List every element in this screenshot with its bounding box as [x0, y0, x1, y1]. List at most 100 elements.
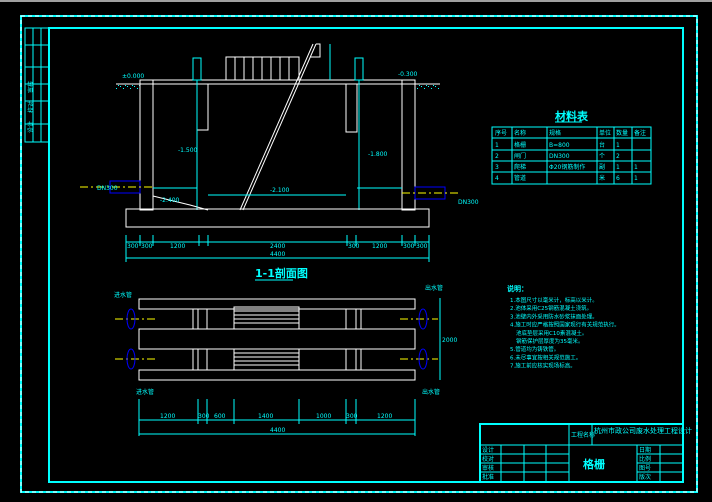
title-cell: 审核: [482, 464, 494, 472]
table-cell: 1: [616, 142, 620, 149]
table-header: 单位: [599, 129, 611, 137]
table-cell: 2: [495, 153, 499, 160]
table-cell: Φ20钢筋制作: [549, 163, 585, 171]
pipe-label: 出水管: [422, 388, 440, 396]
table-cell: 管道: [514, 174, 526, 182]
table-header: 备注: [634, 129, 646, 137]
dim-label: 300: [127, 243, 139, 250]
title-cell: 比例: [639, 455, 651, 463]
elevation-label: -0.300: [398, 71, 418, 78]
table-cell: 4: [495, 175, 499, 182]
note-line: 钢筋保护层厚度为35毫米。: [516, 337, 584, 345]
note-line: 3.池壁内外采用防水砂浆抹面处理。: [510, 312, 598, 320]
dim-label: 300: [346, 413, 358, 420]
left-label: 设计: [27, 121, 35, 133]
grate-bottom: [233, 348, 300, 371]
dim-label: 1200: [377, 413, 392, 420]
table-cell: B=800: [549, 142, 570, 149]
note-line: 5.管道均为铸铁管。: [510, 345, 559, 353]
baffle-right: [345, 83, 358, 133]
note-line: 1.本图尺寸以毫米计，标高以米计。: [510, 296, 598, 304]
table-cell: 副: [599, 163, 605, 171]
title-cell: 批准: [482, 473, 494, 481]
table-header: 数量: [616, 129, 628, 137]
grate-top: [233, 306, 300, 330]
wall-right: [401, 79, 416, 211]
section-view: DN300 DN300 ±0.000 -0.300 -1.500 -1.800 …: [80, 43, 479, 281]
table-cell: 台: [599, 141, 605, 149]
valve-stem-right: [354, 57, 364, 81]
dim-label: 2400: [270, 243, 285, 250]
wall-left: [139, 79, 154, 211]
top-bar: [0, 0, 712, 2]
elevation-label: -1.800: [368, 151, 388, 158]
left-label: 审核: [27, 81, 35, 93]
title-cell: 设计: [482, 446, 494, 454]
table-cell: 6: [616, 175, 620, 182]
materials-title: 材料表: [555, 109, 589, 123]
dim-label: 2000: [442, 337, 457, 344]
elevation-label: -1.500: [178, 147, 198, 154]
notes: 说明： 1.本图尺寸以毫米计，标高以米计。2.池体采用C25钢筋混凝土浇筑。3.…: [507, 284, 620, 370]
drawing-frame: [48, 27, 684, 483]
dim-label: 300: [403, 243, 415, 250]
dim-total: 4400: [270, 251, 285, 258]
outer-border-dash: [20, 15, 698, 493]
dim-label: 1200: [170, 243, 185, 250]
note-line: 7.施工前应核实现场标高。: [510, 362, 576, 370]
elevation-label: -2.400: [160, 197, 180, 204]
dim-label: 1400: [258, 413, 273, 420]
title-cell: 校对: [482, 455, 494, 463]
table-header: 规格: [549, 129, 561, 137]
dim-label: 1000: [316, 413, 331, 420]
left-label: 校对: [27, 101, 35, 113]
table-cell: 1: [616, 164, 620, 171]
outlet-label: DN300: [458, 199, 479, 206]
elevation-label: ±0.000: [122, 73, 144, 80]
pipe-label: 进水管: [136, 388, 154, 396]
dim-label: 300: [198, 413, 210, 420]
table-cell: 闸门: [514, 152, 526, 160]
project-label: 工程名称: [571, 431, 595, 439]
notes-title: 说明：: [507, 284, 528, 293]
pipe-label: 出水管: [425, 284, 443, 292]
drawing-name: 格栅: [583, 457, 605, 471]
dim-label: 300: [348, 243, 360, 250]
table-cell: 个: [599, 153, 605, 160]
note-line: 4.施工时应严格按照国家现行有关规范执行。: [510, 321, 620, 329]
dim-label: 600: [214, 413, 226, 420]
dim-label: 1200: [372, 243, 387, 250]
dim-total: 4400: [270, 427, 285, 434]
pipe-label: 进水管: [114, 291, 132, 299]
dim-label: 1200: [160, 413, 175, 420]
note-line: 6.未尽事宜按相关规范施工。: [510, 353, 581, 361]
table-header: 序号: [495, 129, 507, 137]
table-cell: 1: [634, 164, 638, 171]
dim-label: 300: [141, 243, 153, 250]
table-cell: 1: [495, 142, 499, 149]
valve-stem-left: [192, 57, 202, 81]
note-line: 池底垫层采用C10素混凝土。: [516, 329, 587, 337]
plan-view: 进水管 出水管 进水管 出水管 2000 1200 300 600 1400 1…: [114, 284, 457, 436]
baffle-left: [196, 83, 209, 131]
table-cell: 3: [495, 164, 499, 171]
title-cell: 日期: [639, 446, 651, 454]
note-line: 2.池体采用C25钢筋混凝土浇筑。: [510, 304, 592, 312]
table-cell: 2: [616, 153, 620, 160]
table-cell: 1: [634, 175, 638, 182]
title-cell: 版次: [639, 473, 651, 481]
table-cell: DN300: [549, 153, 570, 160]
elevation-label: -2.100: [270, 187, 290, 194]
left-strip-table: 审核 校对 设计: [24, 27, 50, 143]
section-title: 1-1剖面图: [255, 266, 308, 280]
dim-label: 300: [416, 243, 428, 250]
project-name: 杭州市政公司废水处理工程设计: [594, 426, 692, 435]
inlet-label: DN300: [97, 185, 118, 192]
base-slab: [125, 208, 430, 228]
table-cell: 米: [599, 174, 605, 182]
title-cell: 图号: [639, 465, 651, 472]
table-header: 名称: [514, 129, 526, 137]
